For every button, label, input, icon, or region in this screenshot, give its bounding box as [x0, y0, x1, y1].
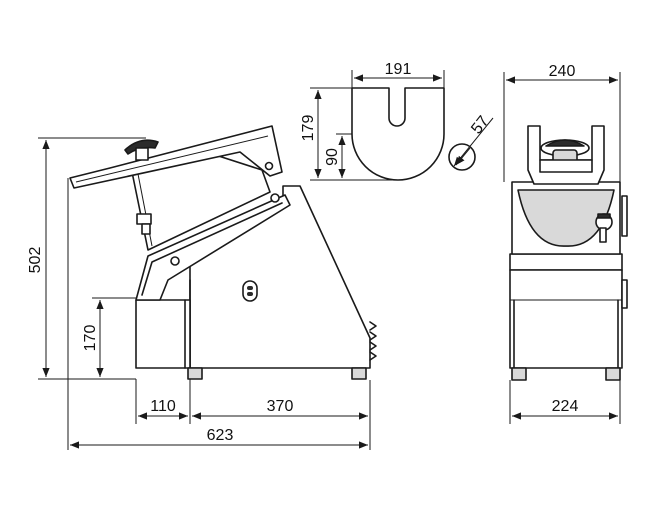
front-view: 240 224 — [503, 63, 628, 424]
side-housing — [131, 149, 271, 251]
dim-front-depth-label: 110 — [150, 398, 176, 415]
dim-base-height-label: 170 — [82, 325, 99, 352]
dim-overall-width-label: 240 — [549, 63, 576, 80]
side-lower-arm — [135, 193, 291, 301]
dim-total-depth: 623 — [70, 427, 368, 449]
feed-tube-diameter: 57 — [448, 113, 494, 171]
dim-front-depth: 110 — [138, 398, 188, 420]
dim-feed-tube-label: 57 — [468, 113, 492, 138]
dim-hopper-width-label: 191 — [385, 61, 412, 78]
dim-body-depth: 370 — [192, 398, 368, 420]
side-lid-lever — [69, 125, 283, 189]
hopper-view: 191 179 90 — [300, 61, 445, 181]
dim-base-width-label: 224 — [552, 398, 579, 415]
side-feet — [187, 367, 367, 380]
dim-total-height-label: 502 — [27, 247, 44, 274]
dim-body-depth-label: 370 — [267, 398, 294, 415]
dim-slot-depth-label: 90 — [324, 148, 341, 166]
dim-total-height: 502 — [27, 137, 146, 380]
power-switch-icon — [242, 280, 258, 302]
side-view: 502 170 110 370 623 — [27, 125, 377, 450]
dim-base-height: 170 — [82, 297, 136, 377]
dim-hopper-depth-label: 179 — [300, 115, 317, 142]
dim-total-depth-label: 623 — [207, 427, 234, 444]
side-vents — [369, 321, 377, 361]
side-pedestal — [135, 299, 191, 369]
hopper-outline — [351, 87, 445, 181]
